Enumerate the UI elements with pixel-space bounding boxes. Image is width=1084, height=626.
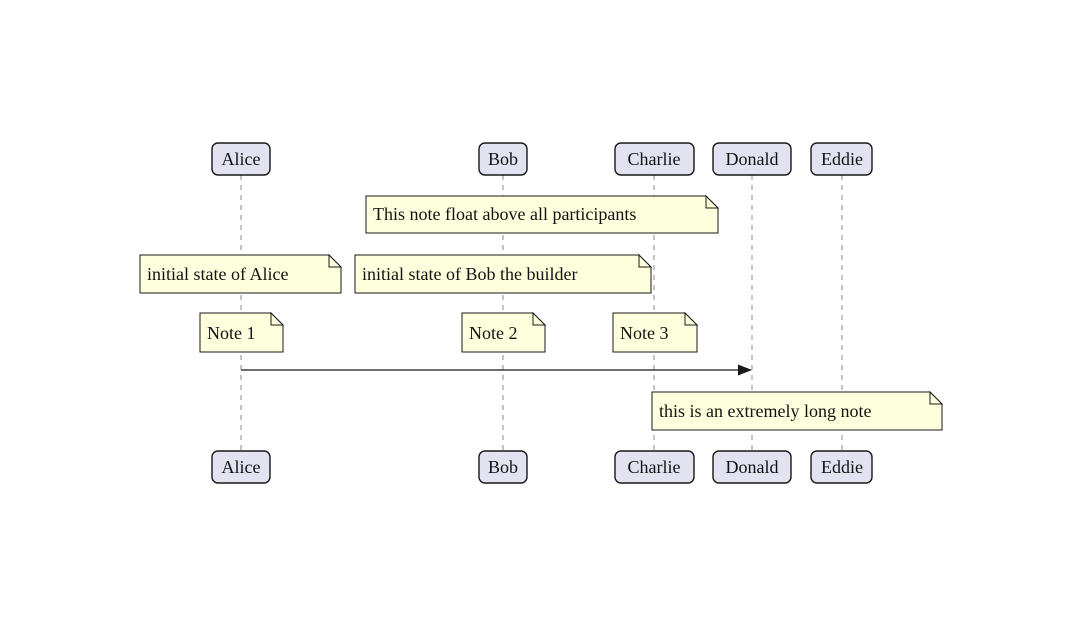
participant-label-charlie-top: Charlie	[628, 149, 681, 169]
participants-top-row: Alice Bob Charlie Donald Eddie	[211, 142, 873, 176]
note-extremely-long-text: this is an extremely long note	[659, 401, 871, 421]
participant-box-alice-bottom	[211, 450, 271, 484]
note-1-shape	[199, 312, 284, 353]
note-3: Note 3	[612, 311, 699, 353]
note-1: Note 1	[199, 311, 285, 353]
note-fold-corner	[328, 253, 343, 268]
note-fold-corner	[270, 311, 285, 326]
participant-label-donald-bottom: Donald	[726, 457, 779, 477]
participants-bottom-row: Alice Bob Charlie Donald Eddie	[211, 450, 873, 484]
participant-box-charlie-bottom	[614, 450, 695, 484]
participant-label-donald-top: Donald	[726, 149, 779, 169]
note-3-shape	[612, 312, 698, 353]
note-extremely-long: this is an extremely long note	[651, 390, 944, 431]
note-2-shape	[461, 312, 546, 353]
note-fold-corner	[532, 311, 547, 326]
note-initial-bob: initial state of Bob the builder	[354, 253, 653, 294]
participant-label-alice-top: Alice	[222, 149, 261, 169]
note-floating: This note float above all participants	[365, 194, 720, 234]
participant-box-bob-top	[478, 142, 528, 176]
participant-box-eddie-top	[810, 142, 873, 176]
participant-box-charlie-top	[614, 142, 695, 176]
note-3-text: Note 3	[620, 323, 669, 343]
participant-label-alice-bottom: Alice	[222, 457, 261, 477]
note-fold-corner	[705, 194, 720, 209]
message-arrowhead	[738, 364, 752, 376]
note-extremely-long-shape	[651, 391, 943, 431]
note-1-text: Note 1	[207, 323, 256, 343]
note-2: Note 2	[461, 311, 547, 353]
participant-label-eddie-bottom: Eddie	[821, 457, 863, 477]
participant-box-alice-top	[211, 142, 271, 176]
message-alice-to-donald	[241, 364, 752, 376]
note-initial-alice: initial state of Alice	[139, 253, 343, 294]
participant-box-bob-bottom	[478, 450, 528, 484]
note-initial-alice-shape	[139, 254, 342, 294]
participant-label-bob-top: Bob	[488, 149, 518, 169]
note-fold-corner	[684, 311, 699, 326]
note-floating-shape	[365, 195, 719, 234]
participant-label-eddie-top: Eddie	[821, 149, 863, 169]
note-initial-alice-text: initial state of Alice	[147, 264, 288, 284]
note-initial-bob-shape	[354, 254, 652, 294]
participant-box-eddie-bottom	[810, 450, 873, 484]
participant-label-bob-bottom: Bob	[488, 457, 518, 477]
note-fold-corner	[638, 253, 653, 268]
participant-box-donald-bottom	[712, 450, 792, 484]
note-fold-corner	[929, 390, 944, 405]
note-2-text: Note 2	[469, 323, 518, 343]
note-floating-text: This note float above all participants	[373, 204, 636, 224]
note-initial-bob-text: initial state of Bob the builder	[362, 264, 577, 284]
participant-box-donald-top	[712, 142, 792, 176]
participant-label-charlie-bottom: Charlie	[628, 457, 681, 477]
